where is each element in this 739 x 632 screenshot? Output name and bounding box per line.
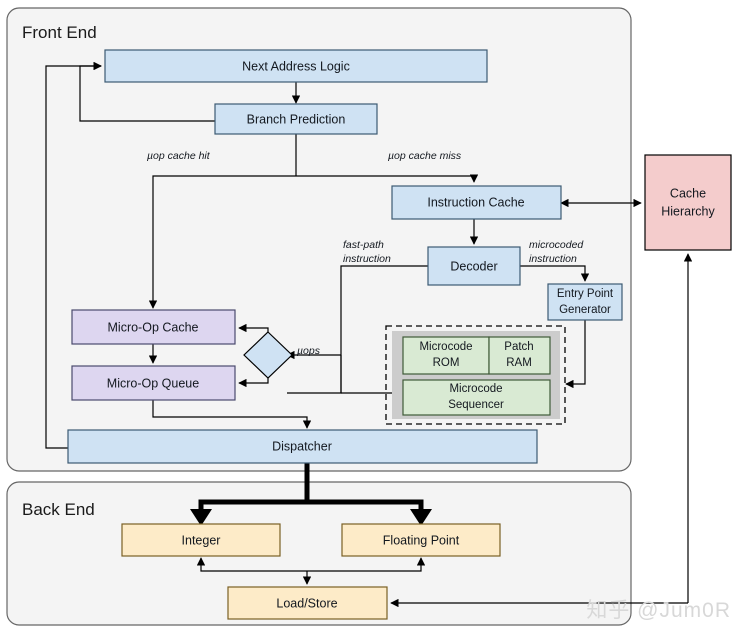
wire-uop-cache-miss — [296, 174, 479, 183]
node-patch-ram-label-line1: Patch — [504, 341, 533, 353]
node-cache-hierarchy-label-line2: Hierarchy — [661, 204, 715, 218]
node-decoder-label: Decoder — [450, 259, 497, 273]
node-entry-point-generator-label-line1: Entry Point — [557, 288, 614, 300]
node-microcode-rom-label-line1: Microcode — [419, 341, 472, 353]
node-decoder[interactable]: Decoder — [427, 246, 521, 286]
wire-bus-to-fp — [307, 499, 424, 512]
node-dispatcher-label: Dispatcher — [272, 439, 332, 453]
node-branch-prediction[interactable]: Branch Prediction — [214, 103, 378, 135]
node-branch-prediction-label: Branch Prediction — [247, 112, 346, 126]
edge-label-microcoded-line1: microcoded — [529, 239, 584, 251]
node-dispatcher[interactable]: Dispatcher — [67, 429, 538, 464]
wire-dispatcher-to-nal — [45, 61, 102, 449]
node-micro-op-cache-label: Micro-Op Cache — [108, 320, 199, 334]
group-back-end — [6, 481, 632, 626]
node-instruction-cache[interactable]: Instruction Cache — [391, 185, 562, 220]
node-patch-ram-label-line2: RAM — [506, 357, 532, 369]
node-integer[interactable]: Integer — [121, 523, 281, 557]
arrowhead-integer — [190, 509, 212, 526]
arrowhead-floating-point — [410, 509, 432, 526]
node-micro-op-queue[interactable]: Micro-Op Queue — [71, 365, 236, 401]
edge-label-microcoded-line2: instruction — [529, 253, 577, 265]
edge-label-uop-cache-miss: µop cache miss — [388, 150, 462, 162]
group-front-end-label: Front End — [22, 23, 97, 42]
group-back-end-label: Back End — [22, 500, 95, 519]
node-integer-label: Integer — [182, 533, 221, 547]
watermark: 知乎 @Jum0R — [586, 599, 731, 622]
node-next-address-logic-label: Next Address Logic — [242, 59, 350, 73]
node-microcode-sequencer[interactable]: Microcode Sequencer — [402, 379, 551, 416]
node-micro-op-cache[interactable]: Micro-Op Cache — [71, 309, 236, 345]
edge-label-uop-cache-hit: µop cache hit — [147, 150, 211, 162]
node-entry-point-generator-label-line2: Generator — [559, 304, 611, 316]
node-load-store[interactable]: Load/Store — [227, 586, 388, 620]
node-floating-point[interactable]: Floating Point — [341, 523, 501, 557]
node-cache-hierarchy[interactable]: Cache Hierarchy — [644, 154, 732, 251]
node-entry-point-generator[interactable]: Entry Point Generator — [547, 283, 623, 321]
wire-uop-queue-to-dispatcher — [152, 400, 312, 429]
wire-bus-to-integer — [198, 499, 307, 512]
wire-microcoded — [520, 265, 590, 282]
wire-epg-to-sequencer — [565, 320, 586, 389]
node-uop-mux-diamond[interactable] — [243, 331, 293, 379]
node-next-address-logic[interactable]: Next Address Logic — [104, 49, 488, 83]
edge-label-uops: µops — [297, 345, 321, 357]
node-patch-ram[interactable]: Patch RAM — [488, 336, 551, 375]
microcode-engine-dashed-boundary — [385, 325, 566, 425]
node-microcode-sequencer-label-line2: Sequencer — [448, 399, 504, 411]
node-micro-op-queue-label: Micro-Op Queue — [107, 376, 199, 390]
node-microcode-rom[interactable]: Microcode ROM — [402, 336, 490, 375]
wire-uop-cache-hit — [148, 175, 296, 309]
node-floating-point-label: Floating Point — [383, 533, 460, 547]
node-load-store-label: Load/Store — [276, 596, 337, 610]
node-microcode-rom-label-line2: ROM — [433, 357, 460, 369]
node-instruction-cache-label: Instruction Cache — [427, 195, 524, 209]
wire-integer-loadstore — [196, 557, 426, 572]
edge-label-fast-path-line1: fast-path — [343, 239, 384, 251]
wire-fast-path — [287, 265, 428, 394]
node-microcode-sequencer-label-line1: Microcode — [449, 383, 502, 395]
node-cache-hierarchy-label-line1: Cache — [670, 186, 706, 200]
edge-label-fast-path-line2: instruction — [343, 253, 391, 265]
